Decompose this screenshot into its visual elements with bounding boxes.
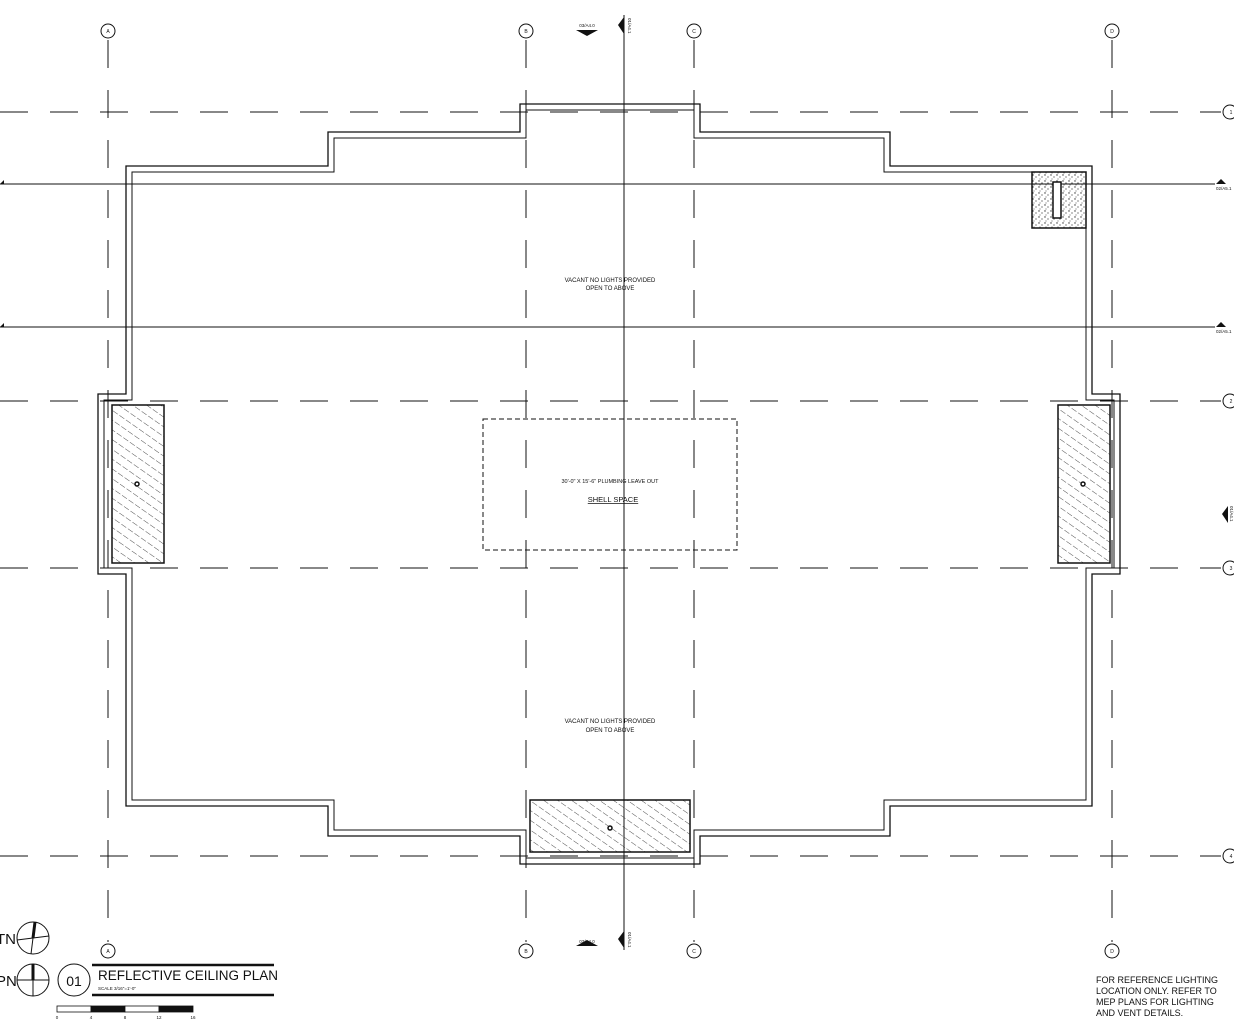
building-walls xyxy=(97,103,1121,865)
north-arrows xyxy=(16,921,91,997)
leave-out-note: 30'-0" X 15'-6" PLUMBING LEAVE OUT xyxy=(562,479,660,485)
section-tag-right-lower: 02/A5.1 xyxy=(1216,329,1232,334)
grid-label-b-top: B xyxy=(524,29,528,35)
plumbing-leave-out-box xyxy=(482,418,738,551)
drawing-scale: SCALE 3/16"=1'-0" xyxy=(98,986,136,991)
true-north-label: TN xyxy=(0,931,16,948)
drawing-title: REFLECTIVE CEILING PLAN xyxy=(98,968,278,983)
section-tag-top: 03/A4.0 xyxy=(579,23,595,28)
section-tag-bottom: 03/A4.0 xyxy=(579,939,595,944)
graphic-scale-bar xyxy=(56,1005,194,1013)
drawing-number: 01 xyxy=(66,973,82,989)
grid-label-3: 3 xyxy=(1230,566,1233,572)
lower-note-line2: OPEN TO ABOVE xyxy=(586,728,635,734)
upper-note-line1: VACANT NO LIGHTS PROVIDED xyxy=(565,278,656,284)
scale-tick-4: 4 xyxy=(90,1015,93,1020)
grid-bubbles xyxy=(100,23,1234,959)
section-tag-right-vertical: 01/A4.1 xyxy=(1229,506,1234,522)
grid-label-c-top: C xyxy=(692,29,696,35)
scale-tick-0: 0 xyxy=(56,1015,59,1020)
grid-label-c-bottom: C xyxy=(692,949,696,955)
grid-lines xyxy=(0,40,1221,942)
shell-space-label: SHELL SPACE xyxy=(588,495,638,504)
reference-note-line4: AND VENT DETAILS. xyxy=(1096,1008,1183,1018)
grid-label-1: 1 xyxy=(1230,110,1233,116)
section-tag-bottom-vertical: 01/A4.1 xyxy=(627,932,632,948)
section-lines xyxy=(0,15,1215,950)
reference-note-line1: FOR REFERENCE LIGHTING xyxy=(1096,975,1218,985)
reference-note-line3: MEP PLANS FOR LIGHTING xyxy=(1096,997,1214,1007)
grid-label-a-top: A xyxy=(106,29,110,35)
grid-label-d-bottom: D xyxy=(1110,949,1114,955)
section-tag-right-upper: 02/A5.1 xyxy=(1216,186,1232,191)
reference-note-line2: LOCATION ONLY. REFER TO xyxy=(1096,986,1217,996)
section-tag-top-vertical: 01/A4.1 xyxy=(627,18,632,34)
grid-label-2: 2 xyxy=(1230,399,1233,405)
grid-label-a-bottom: A xyxy=(106,949,110,955)
scale-tick-16: 16 xyxy=(190,1015,196,1020)
grid-label-4: 4 xyxy=(1230,854,1233,860)
plan-north-label: PN xyxy=(0,973,17,990)
grid-label-d-top: D xyxy=(1110,29,1114,35)
scale-tick-12: 12 xyxy=(156,1015,162,1020)
scale-tick-8: 8 xyxy=(124,1015,127,1020)
hatched-enclosures xyxy=(111,171,1111,853)
lower-note-line1: VACANT NO LIGHTS PROVIDED xyxy=(565,719,656,725)
upper-note-line2: OPEN TO ABOVE xyxy=(586,286,635,292)
section-markers xyxy=(0,17,1228,948)
grid-label-b-bottom: B xyxy=(524,949,528,955)
